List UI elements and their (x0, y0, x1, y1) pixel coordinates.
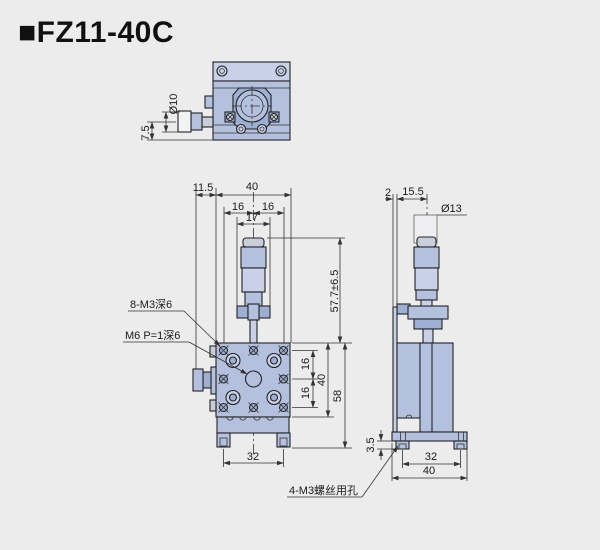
m6-center-hole (244, 370, 263, 388)
stage-base-front (216, 416, 291, 448)
dim-foot-height: 3.5 (365, 437, 377, 452)
front-screw (256, 123, 268, 135)
dim-bracket-width: 17 (246, 212, 258, 224)
m3-hole (218, 402, 229, 413)
dim-knob-diameter-side: Ø13 (441, 203, 462, 215)
m3-hole (218, 373, 229, 385)
m3-hole (278, 402, 289, 413)
dim-knob-offset: 7.5 (140, 125, 152, 140)
dim-hole-row-top: 16 (300, 358, 312, 370)
front-travel-dimension: 57.7±6.5 (267, 237, 345, 344)
dim-plate-thickness: 2 (385, 187, 391, 199)
counterbore-screw (266, 352, 282, 369)
m3-hole (248, 345, 259, 356)
leader-tapped-holes: 8-M3深6 (128, 298, 221, 347)
stage-base-side (391, 431, 468, 450)
leader-base-holes: 4-M3螺丝用孔 (287, 445, 399, 498)
front-view: 11.5 40 16 16 17 (123, 181, 352, 467)
dim-height-travel: 57.7±6.5 (329, 270, 341, 313)
corner-screw (275, 65, 287, 77)
side-screw (224, 111, 236, 123)
dim-hole-row-bottom: 16 (300, 387, 312, 399)
side-view: 2 15.5 Ø13 (287, 186, 468, 498)
adjustment-knob-top (177, 110, 214, 133)
adjustment-knob-front (192, 345, 217, 412)
corner-screw (216, 65, 228, 77)
dim-foot-hole-span-side: 32 (425, 451, 437, 463)
label-tapped-holes: 8-M3深6 (130, 298, 172, 311)
micrometer-front (236, 237, 271, 344)
dim-hole-col-left: 16 (232, 201, 244, 213)
m3-hole (278, 345, 289, 356)
part-title: ■FZ11-40C (18, 16, 175, 49)
front-top-dimensions: 11.5 40 16 16 17 (193, 181, 292, 227)
side-screw (268, 111, 280, 123)
center-boss (232, 86, 272, 130)
top-view-body (204, 61, 291, 141)
top-view: 7.5 Ø10 (140, 61, 291, 141)
m3-hole (248, 402, 259, 413)
front-bottom-dimension: 32 (223, 449, 284, 467)
side-bottom-dimensions: 32 40 3.5 (365, 430, 468, 481)
top-view-dimensions: 7.5 Ø10 (140, 94, 213, 141)
label-center-thread: M6 P=1深6 (125, 329, 180, 342)
dim-foot-hole-span: 32 (247, 451, 259, 463)
dim-body-width: 40 (246, 181, 258, 193)
side-top-dimensions: 2 15.5 Ø13 (385, 186, 467, 216)
dim-hole-col-right: 16 (262, 201, 274, 213)
counterbore-screw (225, 389, 241, 406)
counterbore-screw (225, 352, 241, 369)
micrometer-side (396, 236, 449, 344)
m3-hole (218, 345, 229, 356)
front-screw (235, 123, 247, 135)
m3-hole (278, 373, 289, 385)
dim-knob-diameter: Ø10 (168, 94, 180, 115)
counterbore-screw (266, 389, 282, 406)
dim-body-height: 40 (316, 374, 328, 386)
dim-base-width: 40 (423, 465, 435, 477)
dim-knob-protrusion: 11.5 (193, 182, 214, 194)
stage-body-side (392, 306, 454, 433)
leader-center-thread: M6 P=1深6 (123, 329, 248, 375)
dim-total-height: 58 (332, 390, 344, 402)
dim-knob-center-offset: 15.5 (402, 186, 423, 198)
front-right-dimensions: 16 16 40 58 (292, 342, 352, 449)
label-base-holes: 4-M3螺丝用孔 (289, 484, 358, 497)
